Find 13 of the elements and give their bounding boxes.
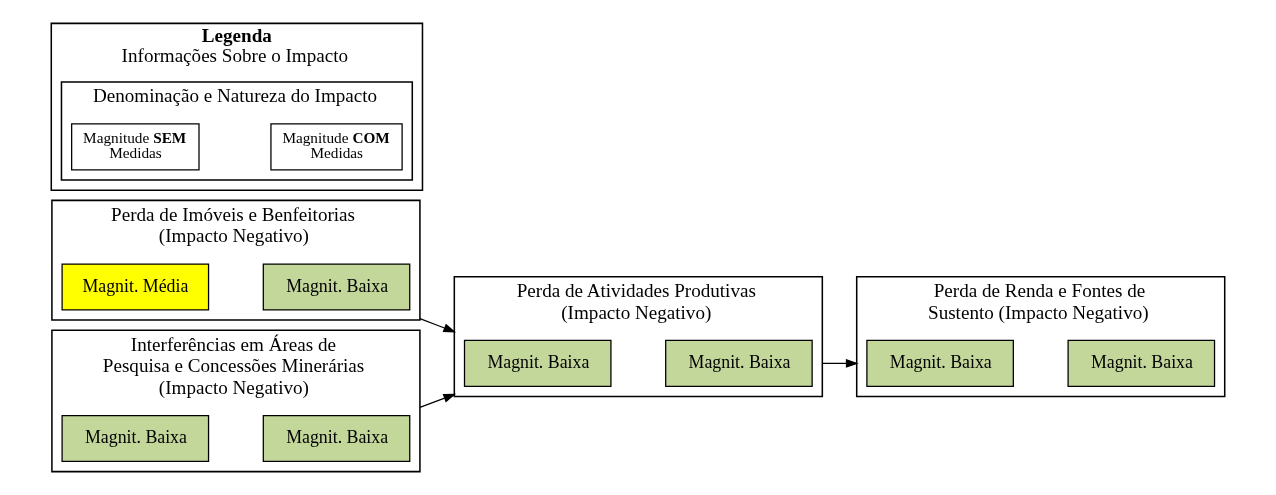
node-box: Magnit. Baixa — [1067, 339, 1216, 387]
arrow — [821, 358, 859, 368]
node-box: Magnit. Baixa — [61, 414, 210, 463]
node-box: Magnitude COM Medidas — [270, 123, 403, 171]
node-box: Magnitude SEM Medidas — [71, 123, 200, 171]
arrow — [419, 393, 457, 409]
arrow — [419, 317, 457, 333]
node-box: Magnit. Baixa — [665, 339, 813, 387]
node-box: Magnit. Baixa — [463, 339, 612, 387]
node-box: Magnit. Baixa — [262, 414, 411, 463]
node-box: Magnit. Baixa — [262, 263, 411, 311]
node-box: Magnit. Baixa — [866, 339, 1014, 387]
node-box: Magnit. Média — [61, 263, 210, 311]
